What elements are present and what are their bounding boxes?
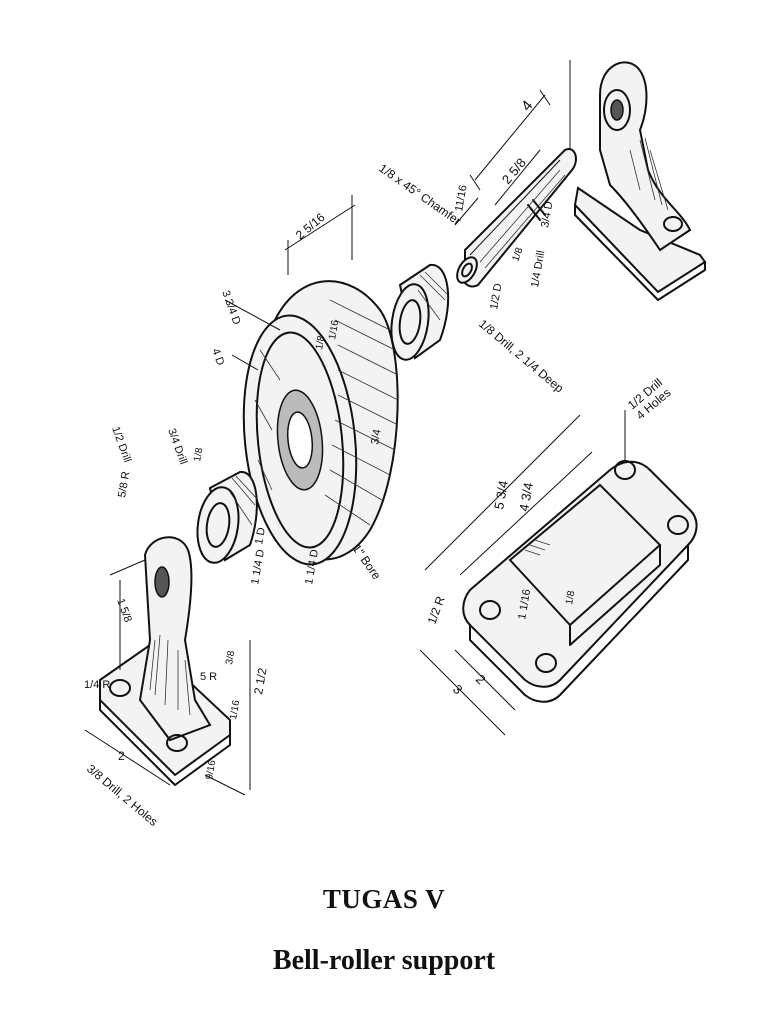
dim-base-drill-holes: 1/2 Drill4 Holes [625, 375, 674, 422]
base-plate [462, 460, 698, 703]
dim-roller-1-bore: 1" Bore [350, 542, 384, 583]
dim-bracket-5-8R: 5/8 R [116, 470, 132, 498]
base-dimension-lines [419, 410, 626, 736]
pin-shaft [456, 148, 577, 288]
dim-bushing-1D: 1 D [253, 527, 268, 546]
roller-dimension-lines [224, 195, 356, 371]
dim-pin-drill-deep: 1/8 Drill, 2 1/4 Deep [476, 317, 566, 396]
dim-bracket-1-2-drill: 1/2 Drill [109, 425, 133, 464]
upright-bracket [573, 61, 707, 301]
dim-base-5-3-4: 5 3/4 [491, 479, 511, 510]
dim-chamfer: 1/8 x 45° Chamfer [376, 161, 463, 228]
lower-bushing [196, 470, 259, 564]
dim-pin-3-4D: 3/4 D [539, 200, 555, 228]
dim-bracket-1-16: 1/16 [228, 699, 242, 721]
support-bracket [99, 536, 231, 786]
bell-roller-support-drawing: 4 2 5/8 11/16 1/8 x 45° Chamfer 3/4 D 1/… [84, 60, 707, 829]
dim-pin-quarter-drill: 1/4 Drill [529, 250, 547, 289]
dim-pin-2-5-8: 2 5/8 [499, 155, 529, 187]
dim-bracket-3-8: 3/8 [224, 649, 237, 665]
bracket-dimension-lines [84, 559, 251, 796]
dim-bracket-1-5-8: 1 5/8 [114, 597, 134, 624]
dim-roller-3-4: 3/4 [369, 428, 383, 445]
caption-subtitle: Bell-roller support [272, 945, 496, 976]
dim-pin-1-2D: 1/2 D [488, 282, 504, 310]
bell-roller [242, 280, 399, 566]
dim-bracket-9-16: 9/16 [204, 759, 218, 781]
dim-pin-length: 4 [518, 97, 536, 114]
dim-bracket-2: 2 [118, 749, 125, 763]
dim-base-4-3-4: 4 3/4 [516, 481, 536, 512]
dim-roller-4D: 4 D [209, 347, 226, 367]
upper-bushing [390, 263, 450, 361]
dim-bushing-1-1-4D: 1 1/4 D [249, 548, 267, 585]
dim-base-3: 3 [450, 682, 466, 698]
dim-roller-1-16: 1/16 [327, 319, 341, 341]
dim-base-2: 2 [473, 672, 489, 688]
caption-title: TUGAS V [322, 884, 446, 914]
dim-base-1-16: 1 1/16 [516, 588, 533, 620]
dim-bushing-1-8: 1/8 [192, 446, 205, 462]
dim-bracket-5R: 5 R [200, 671, 217, 683]
dim-base-1-8: 1/8 [564, 589, 577, 605]
dim-roller-1-8: 1/8 [314, 334, 327, 350]
pin-dimension-lines [454, 60, 571, 226]
dim-pin-1-8: 1/8 [510, 246, 525, 263]
dim-bushing-3-4-drill: 3/4 Drill [165, 427, 189, 466]
dim-pin-11-16: 11/16 [453, 184, 469, 212]
dim-base-1-2R: 1/2 R [425, 594, 448, 626]
dim-bracket-2-1-2: 2 1/2 [251, 666, 269, 695]
dim-bracket-1-4R: 1/4 R [84, 679, 110, 691]
